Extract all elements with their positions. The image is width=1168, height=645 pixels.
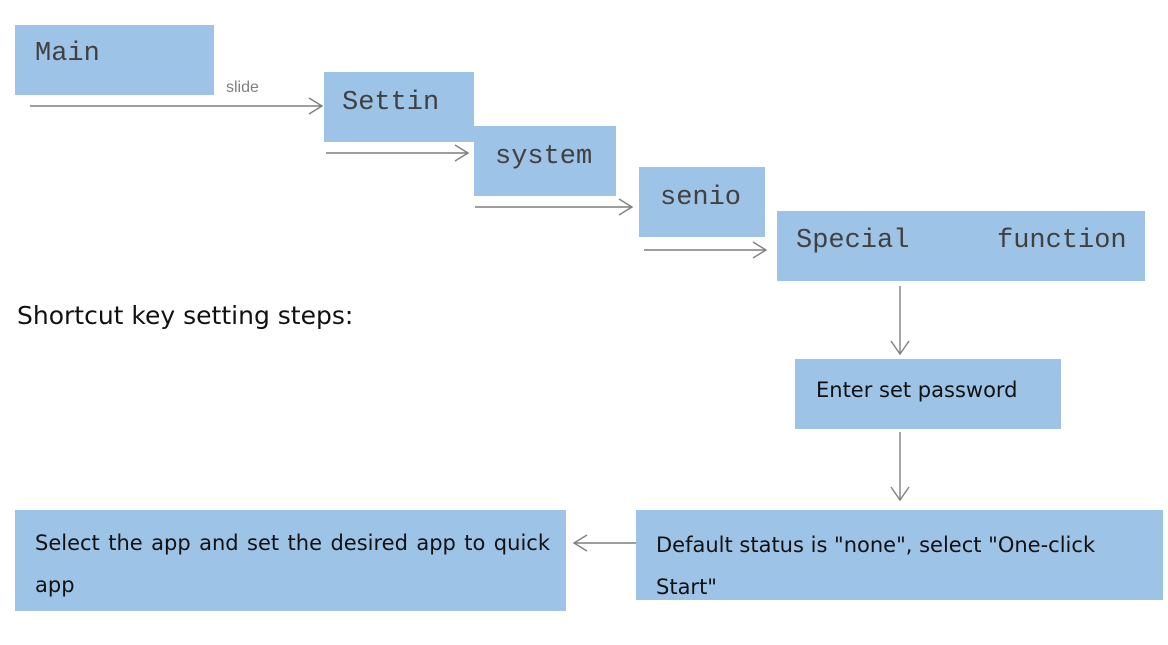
heading-shortcut-steps: Shortcut key setting steps: bbox=[17, 301, 354, 330]
step-settings-label: Settin bbox=[342, 88, 440, 118]
step-main-label: Main bbox=[35, 39, 100, 69]
step-special-label-right: function bbox=[997, 226, 1127, 256]
step-enter-password: Enter set password bbox=[795, 359, 1061, 429]
step-default-status: Default status is "none", select "One-cl… bbox=[636, 510, 1163, 600]
step-senior: senio bbox=[639, 167, 765, 237]
step-senior-label: senio bbox=[660, 183, 742, 213]
step-default-label: Default status is "none", select "One-cl… bbox=[656, 533, 1096, 599]
step-special-label-left: Special bbox=[796, 226, 910, 256]
step-system: system bbox=[474, 126, 616, 196]
slide-label: slide bbox=[226, 79, 259, 96]
step-select-app: Select the app and set the desired app t… bbox=[15, 510, 566, 611]
step-password-label: Enter set password bbox=[816, 378, 1018, 402]
step-settings: Settin bbox=[324, 72, 474, 142]
step-main: Main bbox=[15, 25, 214, 95]
step-system-label: system bbox=[495, 142, 593, 172]
step-select-label: Select the app and set the desired app t… bbox=[35, 531, 550, 597]
step-special-function: Special function bbox=[777, 211, 1145, 281]
